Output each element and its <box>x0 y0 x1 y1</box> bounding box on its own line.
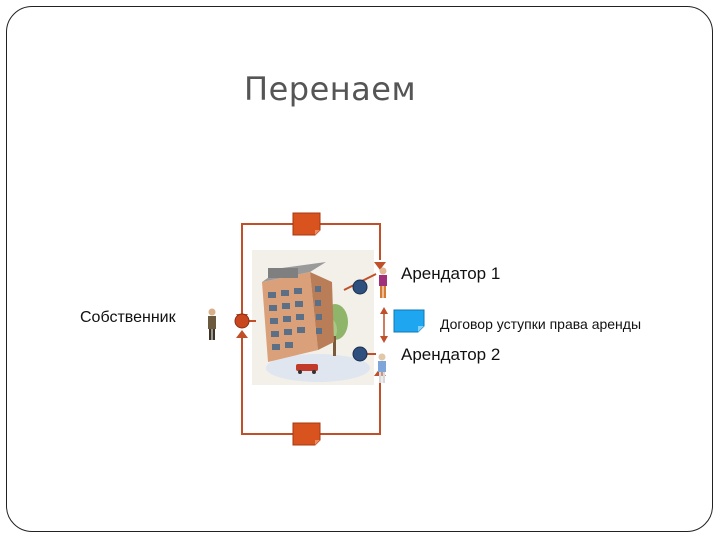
building-image <box>252 250 374 385</box>
owner-node <box>234 313 250 329</box>
person-icon <box>379 267 387 298</box>
document-icon <box>292 212 321 236</box>
tenant1-node <box>352 279 368 295</box>
contract-label: Договор уступки права аренды <box>440 316 642 332</box>
tenant2-label: Арендатор 2 <box>401 345 501 364</box>
contract-box <box>393 309 425 333</box>
owner-label: Собственник <box>80 309 176 326</box>
tenant2-node <box>352 346 368 362</box>
document-icon <box>292 422 321 446</box>
person-icon <box>208 308 216 340</box>
arrowhead-tenant1 <box>374 262 386 270</box>
arrowhead-owner-bottom <box>236 330 248 338</box>
transfer-arrow <box>380 307 388 343</box>
slide-title: Перенаем <box>244 70 417 108</box>
person-icon <box>378 353 386 383</box>
tenant1-label: Арендатор 1 <box>401 264 501 283</box>
